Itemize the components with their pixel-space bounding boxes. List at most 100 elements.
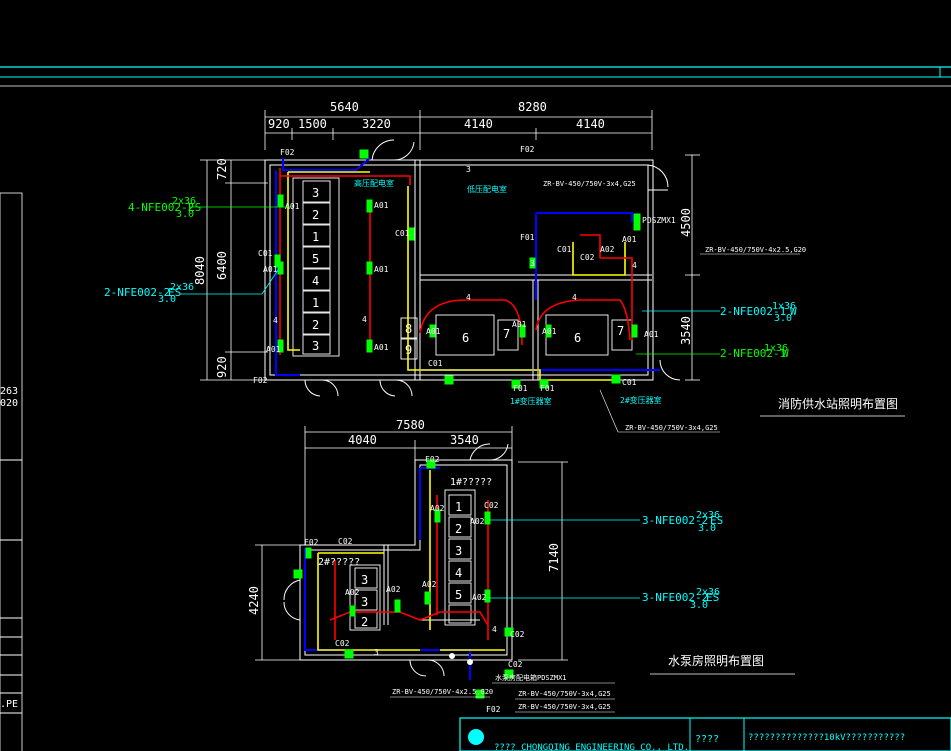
panel-num: 3 bbox=[361, 595, 368, 609]
tag: A01 bbox=[374, 265, 389, 274]
dim-left-6400: 6400 bbox=[215, 251, 229, 280]
dim-top-2c: 3220 bbox=[362, 117, 391, 131]
tag: 4 bbox=[362, 315, 367, 324]
box-label: 水泵房配电箱PDSZMX1 bbox=[495, 673, 567, 682]
top-plan-title: 消防供水站照明布置图 bbox=[778, 396, 898, 411]
title-block: ???? CHONGQING ENGINEERING CO., LTD. ???… bbox=[459, 717, 951, 751]
panel-num: 1 bbox=[312, 296, 319, 310]
tag: 4 bbox=[273, 316, 278, 325]
tag: F02 bbox=[520, 145, 535, 154]
panel-num: 3 bbox=[361, 573, 368, 587]
dim-left-720: 720 bbox=[215, 158, 229, 180]
tag: C02 bbox=[335, 639, 350, 648]
nfe-label: W bbox=[790, 305, 797, 318]
room-1-label: 1#????? bbox=[450, 477, 492, 488]
tag: C01 bbox=[557, 245, 572, 254]
tag: C02 bbox=[508, 660, 523, 669]
transformer-1-aux: 7 bbox=[503, 327, 510, 341]
panel-num: 4 bbox=[312, 274, 319, 288]
tag: F02 bbox=[425, 455, 440, 464]
nfe-label: 2-NFE002-1 bbox=[720, 305, 786, 318]
cable-top-label: ZR-BV-450/750V-3x4,G25 bbox=[543, 180, 636, 188]
dim-bottom-4040: 4040 bbox=[348, 433, 377, 447]
nfe-label: 2x36 bbox=[696, 510, 720, 521]
tag: 4 bbox=[572, 293, 577, 302]
cable-label-3: ZR-BV-450/750V-3x4,G25 bbox=[518, 703, 611, 711]
tag: A01 bbox=[512, 320, 527, 329]
dim-top-1b: 8280 bbox=[518, 100, 547, 114]
tag: A02 bbox=[600, 245, 615, 254]
tag: A02 bbox=[422, 580, 437, 589]
nfe-label: 2-NFE002-2 bbox=[104, 286, 170, 299]
tag: F01 bbox=[540, 384, 555, 393]
trans1-label: 1#变压器室 bbox=[510, 396, 552, 406]
dim-bottom-4240: 4240 bbox=[247, 586, 261, 615]
tag: A01 bbox=[285, 202, 300, 211]
transformer-2-num: 6 bbox=[574, 331, 581, 345]
room-lv-label: 低压配电室 bbox=[467, 184, 507, 194]
panel-num: 2 bbox=[312, 208, 319, 222]
tag: A01 bbox=[266, 345, 281, 354]
pump-panels bbox=[349, 489, 476, 631]
tag: A02 bbox=[430, 504, 445, 513]
company-logo-icon bbox=[468, 729, 484, 745]
top-plan-walls bbox=[264, 139, 681, 397]
dim-bottom-7580: 7580 bbox=[396, 418, 425, 432]
company-name: ???? CHONGQING ENGINEERING CO., LTD. bbox=[494, 743, 689, 751]
nfe-label: 3-NFE002-2 bbox=[642, 514, 708, 527]
transformer-2-aux: 7 bbox=[617, 324, 624, 338]
tag: 4 bbox=[492, 625, 497, 634]
nfe-label: ES bbox=[706, 591, 719, 604]
nfe-label: W bbox=[782, 347, 789, 360]
nfe-label: 1x36 bbox=[764, 343, 788, 354]
tag: A01 bbox=[263, 265, 278, 274]
tag: A01 bbox=[374, 343, 389, 352]
tag: F02 bbox=[253, 376, 268, 385]
nfe-label: 2-NFE002-1 bbox=[720, 347, 786, 360]
left-strip-text-2: 020 bbox=[0, 398, 18, 409]
fixture-tags-top: F02 A01 A01 C01 A01 A01 A01 A01 C01 C01 … bbox=[253, 145, 659, 393]
tag: 3 bbox=[374, 648, 379, 657]
tag: C01 bbox=[428, 359, 443, 368]
nfe-label: 3.0 bbox=[176, 209, 194, 220]
cable-label-1: ZR-BV-450/750V-4x2.5,G20 bbox=[392, 688, 493, 696]
panel-num: 1 bbox=[312, 230, 319, 244]
bottom-plan-dimensions bbox=[255, 426, 568, 661]
dim-top-1a: 5640 bbox=[330, 100, 359, 114]
tag: A01 bbox=[622, 235, 637, 244]
nfe-label: 3.0 bbox=[690, 600, 708, 611]
bottom-plan: 7580 4040 3540 4240 7140 bbox=[247, 418, 795, 714]
nfe-label: 1x36 bbox=[772, 301, 796, 312]
panel-num: 3 bbox=[312, 339, 319, 353]
hv-panel-numbers: 3 2 1 5 4 1 2 3 bbox=[312, 186, 319, 353]
dim-top-2e: 4140 bbox=[576, 117, 605, 131]
nfe-label: 2x36 bbox=[696, 587, 720, 598]
room-hv-label: 高压配电室 bbox=[354, 178, 394, 188]
tag: A01 bbox=[644, 330, 659, 339]
tag: A01 bbox=[374, 201, 389, 210]
room-2-label: 2#????? bbox=[318, 557, 360, 568]
panel-num: 1 bbox=[455, 500, 462, 514]
cable-label-2: ZR-BV-450/750V-3x4,G25 bbox=[518, 690, 611, 698]
nfe-label: 4-NFE002-2 bbox=[128, 201, 194, 214]
nfe-label: 2x36 bbox=[172, 196, 196, 207]
tag: 3 bbox=[530, 259, 535, 268]
dim-right-3540: 3540 bbox=[679, 316, 693, 345]
dim-top-2d: 4140 bbox=[464, 117, 493, 131]
title-cell-1: ???? bbox=[695, 734, 719, 745]
panel-num: 4 bbox=[455, 566, 462, 580]
left-strip-text-3: .PE bbox=[0, 699, 18, 710]
panel-num: 5 bbox=[312, 252, 319, 266]
dim-left-8040: 8040 bbox=[193, 256, 207, 285]
light-fixtures-top bbox=[274, 149, 641, 389]
tag: A01 bbox=[426, 327, 441, 336]
left-strip-text-1: 263 bbox=[0, 386, 18, 397]
tag: F01 bbox=[513, 384, 528, 393]
panel-num: 2 bbox=[312, 318, 319, 332]
dim-bottom-7140: 7140 bbox=[547, 543, 561, 572]
nfe-label: 3.0 bbox=[698, 523, 716, 534]
bottom-plan-title: 水泵房照明布置图 bbox=[668, 653, 764, 668]
tag: 4 bbox=[466, 293, 471, 302]
cable-bottom-label: ZR-BV-450/750V-3x4,G25 bbox=[625, 424, 718, 432]
tag: A02 bbox=[345, 588, 360, 597]
